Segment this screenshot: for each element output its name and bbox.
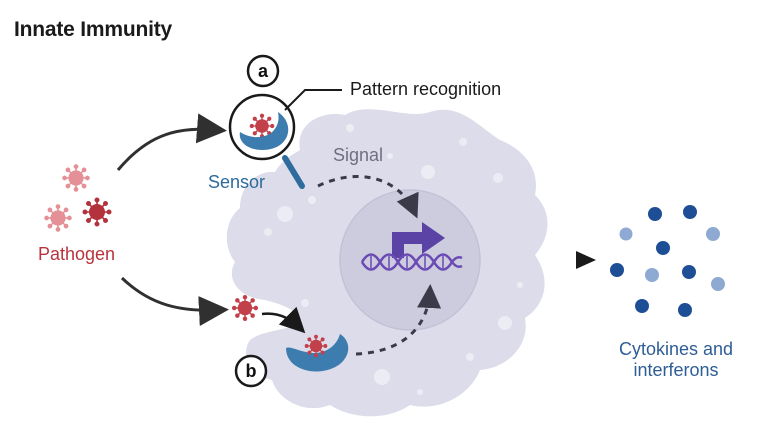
entry-arrow bbox=[261, 306, 306, 334]
sensor-magnifier-icon bbox=[228, 93, 305, 189]
pattern-recognition-leader bbox=[284, 89, 342, 111]
transcription-arrow-icon bbox=[392, 222, 445, 258]
sensor-label: Sensor bbox=[208, 172, 266, 192]
step-b-circle bbox=[234, 354, 268, 388]
signal-label: Signal bbox=[333, 145, 384, 165]
cytokines-label: Cytokines and interferons bbox=[618, 339, 734, 380]
cell-vesicles bbox=[264, 124, 523, 395]
cytokines-icon bbox=[610, 205, 725, 317]
pathogen-label: Pathogen bbox=[38, 244, 116, 264]
signal-arrow-from-internal-sensor bbox=[355, 284, 442, 356]
dna-helix-icon bbox=[360, 253, 463, 271]
internal-sensor-icon bbox=[286, 334, 349, 372]
step-a-label: a bbox=[257, 61, 268, 81]
arrow-pathogen-to-sensor bbox=[116, 113, 227, 171]
signal-arrow-from-sensor bbox=[317, 175, 419, 219]
pathogen-icon bbox=[43, 163, 112, 233]
step-a-circle bbox=[246, 54, 280, 88]
step-b-label: b bbox=[245, 361, 257, 381]
page-title: Innate Immunity bbox=[14, 18, 173, 41]
nucleus bbox=[339, 189, 481, 331]
pattern-recognition-label: Pattern recognition bbox=[350, 79, 502, 99]
arrow-pathogen-to-cell bbox=[120, 276, 229, 327]
